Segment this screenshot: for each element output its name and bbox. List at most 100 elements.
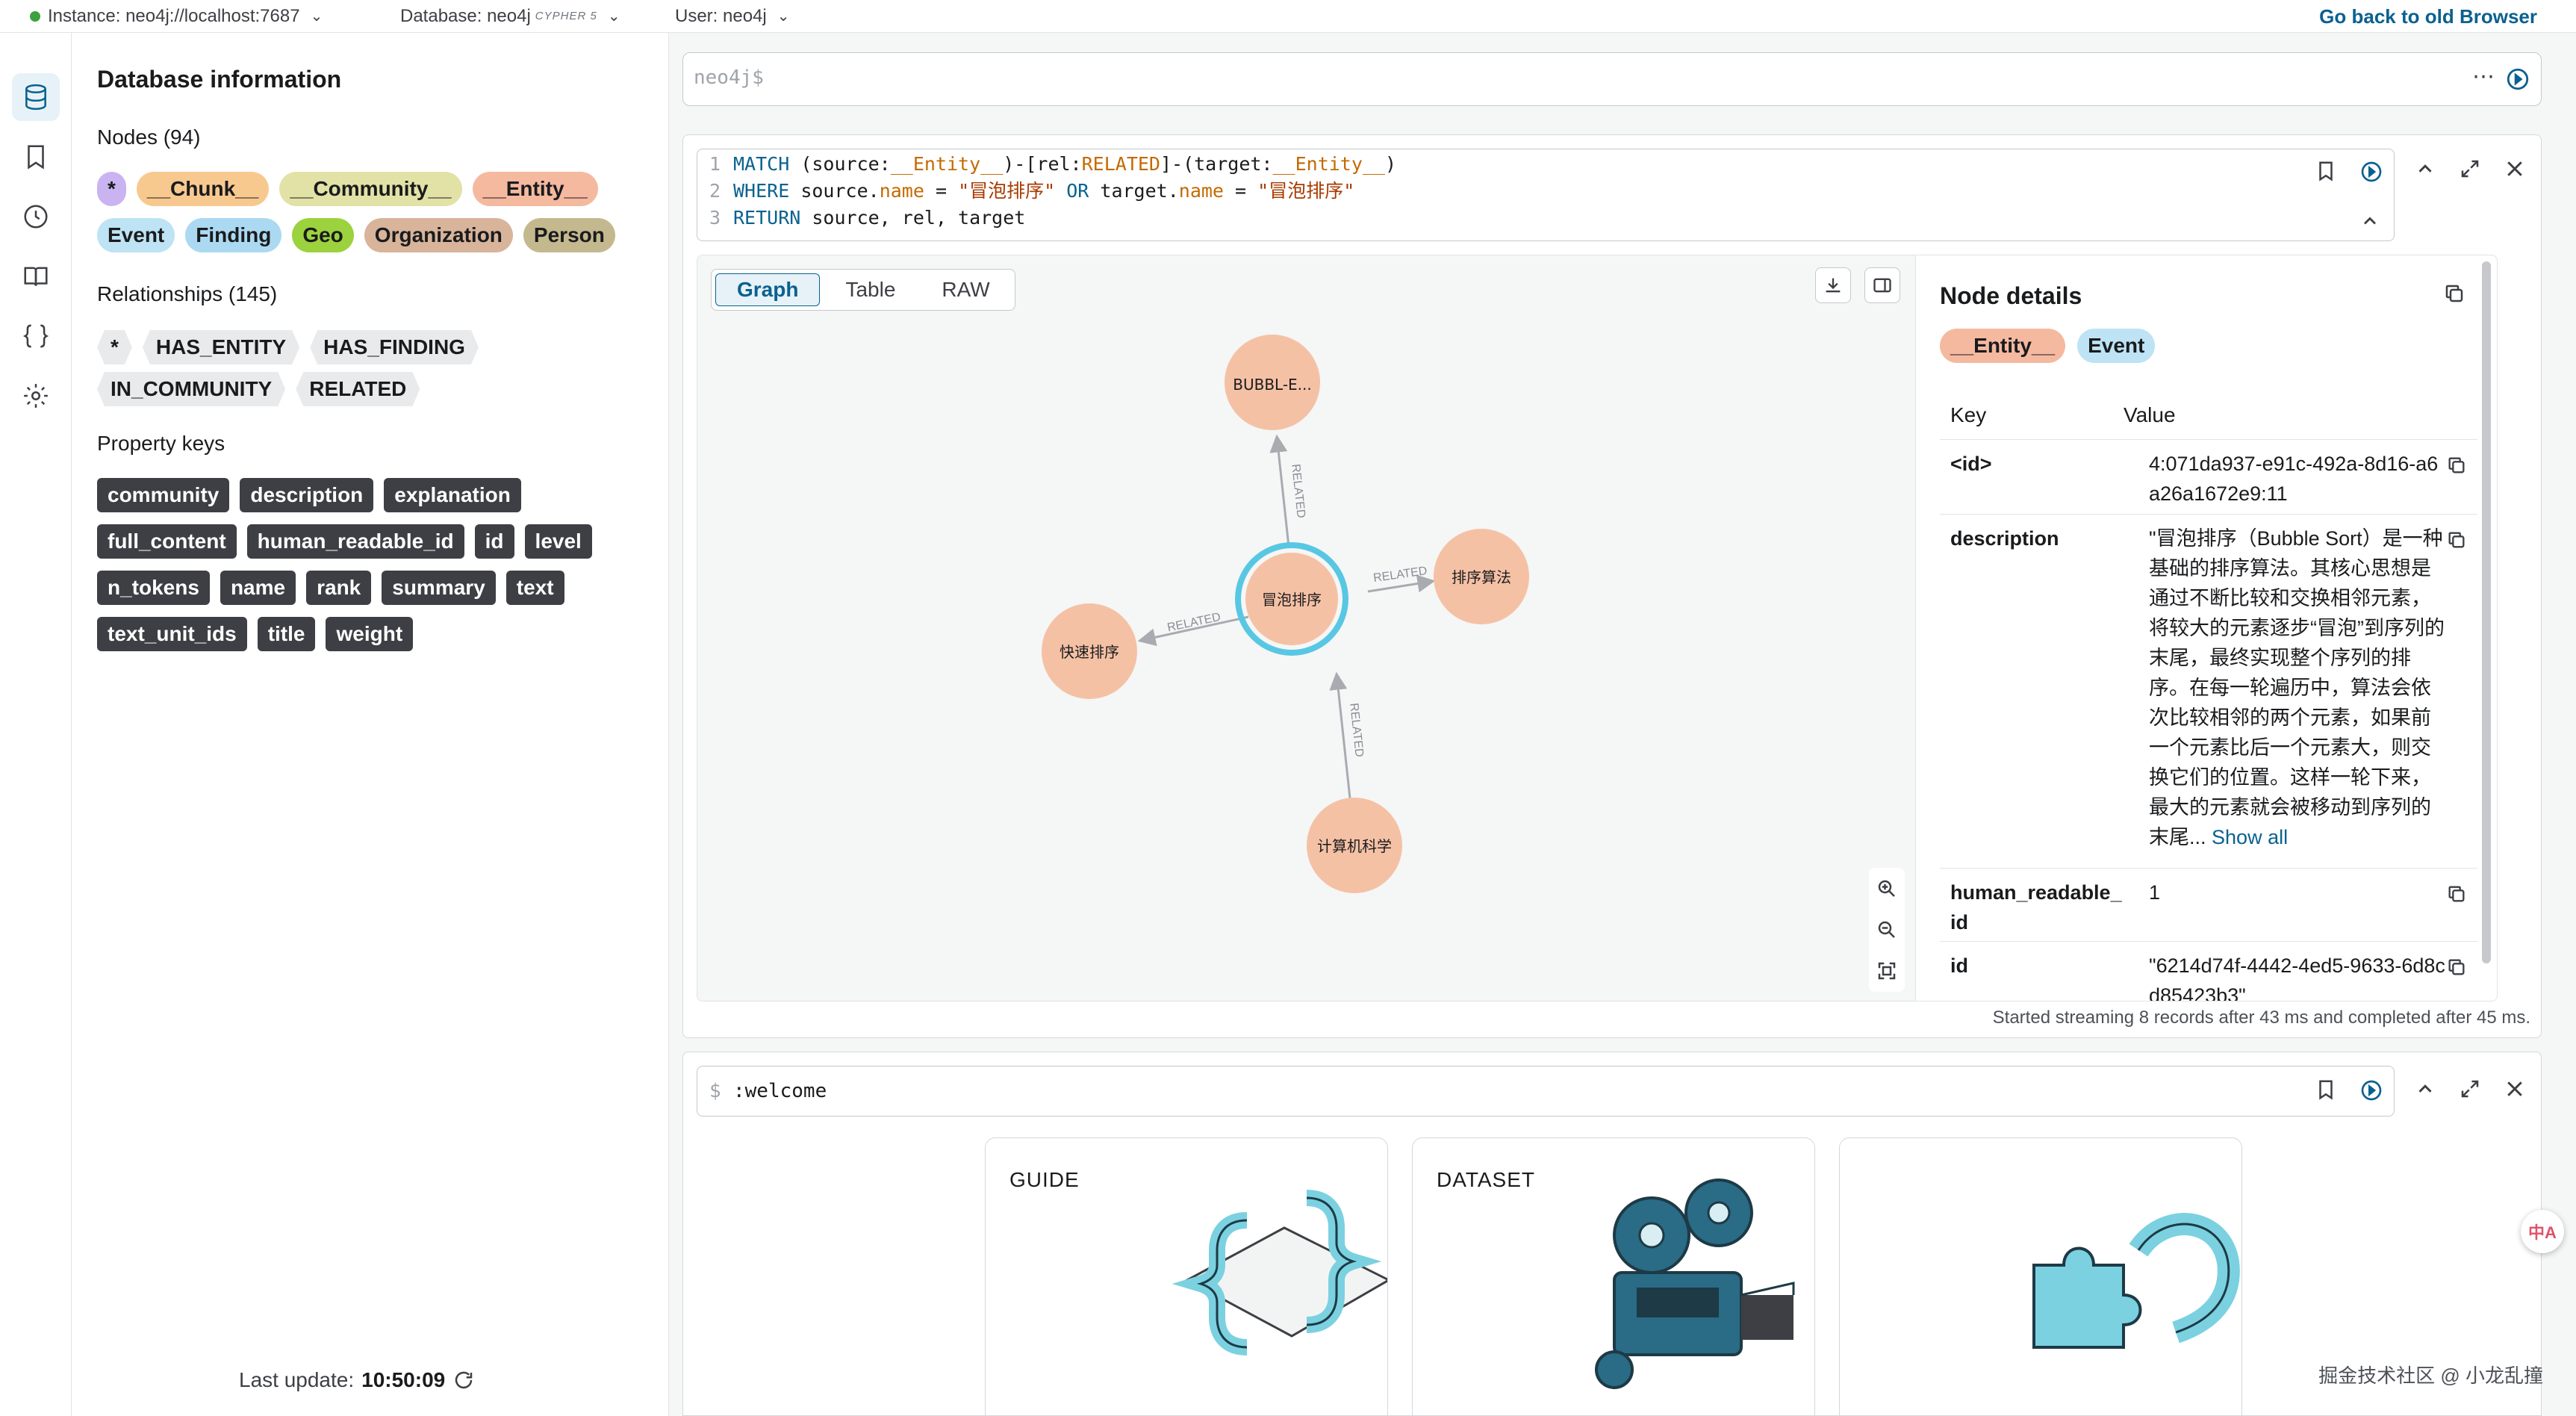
label-entity[interactable]: __Entity__: [1940, 329, 2066, 363]
collapse-frame-icon[interactable]: [2414, 1078, 2436, 1100]
copy-icon[interactable]: [2446, 957, 2467, 978]
more-options-icon[interactable]: ⋯: [2472, 64, 2496, 89]
guide-card[interactable]: GUIDE: [985, 1137, 1388, 1415]
tab-table[interactable]: Table: [845, 278, 896, 301]
welcome-command-box[interactable]: $ :welcome: [697, 1066, 2395, 1117]
property-key[interactable]: level: [524, 524, 592, 559]
node-label-finding[interactable]: Finding: [185, 218, 282, 252]
bookmark-icon[interactable]: [2315, 1078, 2337, 1101]
property-key[interactable]: weight: [326, 617, 414, 651]
property-value: "6214d74f-4442-4ed5-9633-6d8cd85423b3": [2149, 954, 2445, 1002]
zoom-in-icon[interactable]: [1876, 878, 1898, 900]
property-key[interactable]: description: [240, 478, 374, 512]
node-label-all[interactable]: *: [97, 172, 126, 206]
graph-node-sorting-algorithm[interactable]: [1434, 529, 1529, 624]
property-key[interactable]: text: [505, 571, 564, 605]
line-number: 3: [709, 207, 721, 229]
refresh-icon[interactable]: [452, 1369, 475, 1391]
tutorial-card[interactable]: [1839, 1137, 2242, 1415]
graph-visualization[interactable]: Graph Table RAW RELATED: [697, 255, 1915, 1002]
tab-raw[interactable]: RAW: [942, 278, 990, 301]
tab-graph[interactable]: Graph: [715, 273, 821, 306]
graph-canvas[interactable]: RELATED RELATED RELATED RELATED 冒泡排序 BUB…: [697, 255, 1916, 1002]
database-icon[interactable]: [12, 73, 60, 121]
query-editor[interactable]: neo4j$ ⋯: [682, 52, 2542, 106]
frame-controls: [2414, 1078, 2526, 1100]
relationship-types-row-2: IN_COMMUNITY RELATED: [97, 372, 420, 406]
relationship-type-all[interactable]: *: [97, 330, 132, 364]
database-selector[interactable]: Database: neo4j CYPHER 5 ⌄: [400, 4, 620, 28]
bookmark-icon[interactable]: [2315, 160, 2337, 182]
label-event[interactable]: Event: [2077, 329, 2156, 363]
property-key[interactable]: rank: [306, 571, 372, 605]
relationship-type-has-finding[interactable]: HAS_FINDING: [310, 330, 479, 364]
property-value: 1: [2149, 881, 2161, 904]
details-title: Node details: [1940, 282, 2082, 309]
instance-selector[interactable]: Instance: neo4j://localhost:7687 ⌄: [30, 4, 323, 28]
copy-icon[interactable]: [2443, 282, 2465, 305]
relationships-section-title: Relationships (145): [97, 282, 278, 305]
property-key[interactable]: n_tokens: [97, 571, 210, 605]
last-update: Last update: 10:50:09: [239, 1368, 475, 1392]
relationship-type-in-community[interactable]: IN_COMMUNITY: [97, 372, 285, 406]
node-label-person[interactable]: Person: [523, 218, 615, 252]
history-icon[interactable]: [12, 193, 60, 240]
close-icon[interactable]: [2504, 1078, 2526, 1100]
fit-to-screen-icon[interactable]: [1876, 960, 1898, 982]
property-key[interactable]: summary: [382, 571, 496, 605]
show-all-link[interactable]: Show all: [2212, 826, 2289, 848]
chevron-up-icon[interactable]: [2359, 211, 2380, 232]
property-key[interactable]: title: [257, 617, 316, 651]
dataset-card[interactable]: DATASET: [1412, 1137, 1815, 1415]
property-key[interactable]: name: [220, 571, 296, 605]
relationship-type-related[interactable]: RELATED: [296, 372, 420, 406]
node-label-event[interactable]: Event: [97, 218, 175, 252]
node-label-geo[interactable]: Geo: [292, 218, 354, 252]
property-key[interactable]: community: [97, 478, 230, 512]
run-query-icon[interactable]: [2505, 66, 2530, 92]
property-keys-row-1: community description explanation: [97, 478, 521, 512]
graph-edge[interactable]: [1367, 574, 1436, 593]
expand-icon[interactable]: [2459, 158, 2481, 180]
property-key[interactable]: human_readable_id: [246, 524, 464, 559]
graph-edge[interactable]: [1137, 615, 1249, 647]
download-button[interactable]: [1815, 267, 1851, 303]
graph-node-bubble-e[interactable]: [1225, 335, 1320, 430]
node-label-entity[interactable]: __Entity__: [472, 172, 598, 206]
node-label-organization[interactable]: Organization: [364, 218, 513, 252]
zoom-out-icon[interactable]: [1876, 919, 1898, 941]
chevron-down-icon: ⌄: [777, 8, 790, 25]
node-label-community[interactable]: __Community__: [279, 172, 462, 206]
user-selector[interactable]: User: neo4j ⌄: [675, 4, 790, 28]
translate-icon[interactable]: 中A: [2521, 1210, 2564, 1253]
graph-node-bubble-sort[interactable]: [1245, 553, 1338, 645]
book-icon[interactable]: [12, 252, 60, 300]
copy-icon[interactable]: [2446, 530, 2467, 550]
graph-node-computer-science[interactable]: [1307, 798, 1402, 893]
run-query-icon[interactable]: [2359, 1078, 2383, 1102]
old-browser-link[interactable]: Go back to old Browser: [2319, 5, 2537, 28]
property-key[interactable]: text_unit_ids: [97, 617, 247, 651]
run-query-icon[interactable]: [2359, 160, 2383, 184]
copy-icon[interactable]: [2446, 884, 2467, 904]
property-key[interactable]: explanation: [384, 478, 521, 512]
details-scrollbar[interactable]: [2482, 261, 2491, 963]
expand-icon[interactable]: [2459, 1078, 2481, 1100]
settings-icon[interactable]: [12, 372, 60, 420]
collapse-frame-icon[interactable]: [2414, 158, 2436, 180]
close-icon[interactable]: [2504, 158, 2526, 180]
selected-node-ring: [1235, 542, 1348, 656]
copy-icon[interactable]: [2446, 455, 2467, 476]
node-label-chunk[interactable]: __Chunk__: [136, 172, 270, 206]
braces-icon[interactable]: [12, 312, 60, 360]
bookmark-icon[interactable]: [12, 133, 60, 181]
property-key[interactable]: id: [474, 524, 514, 559]
graph-node-quick-sort[interactable]: [1042, 603, 1137, 699]
graph-edge[interactable]: [1329, 671, 1351, 799]
relationship-type-has-entity[interactable]: HAS_ENTITY: [143, 330, 299, 364]
toggle-panel-button[interactable]: [1864, 267, 1900, 303]
graph-edge[interactable]: [1269, 434, 1290, 547]
property-key[interactable]: full_content: [97, 524, 237, 559]
chevron-down-icon: ⌄: [310, 8, 323, 25]
